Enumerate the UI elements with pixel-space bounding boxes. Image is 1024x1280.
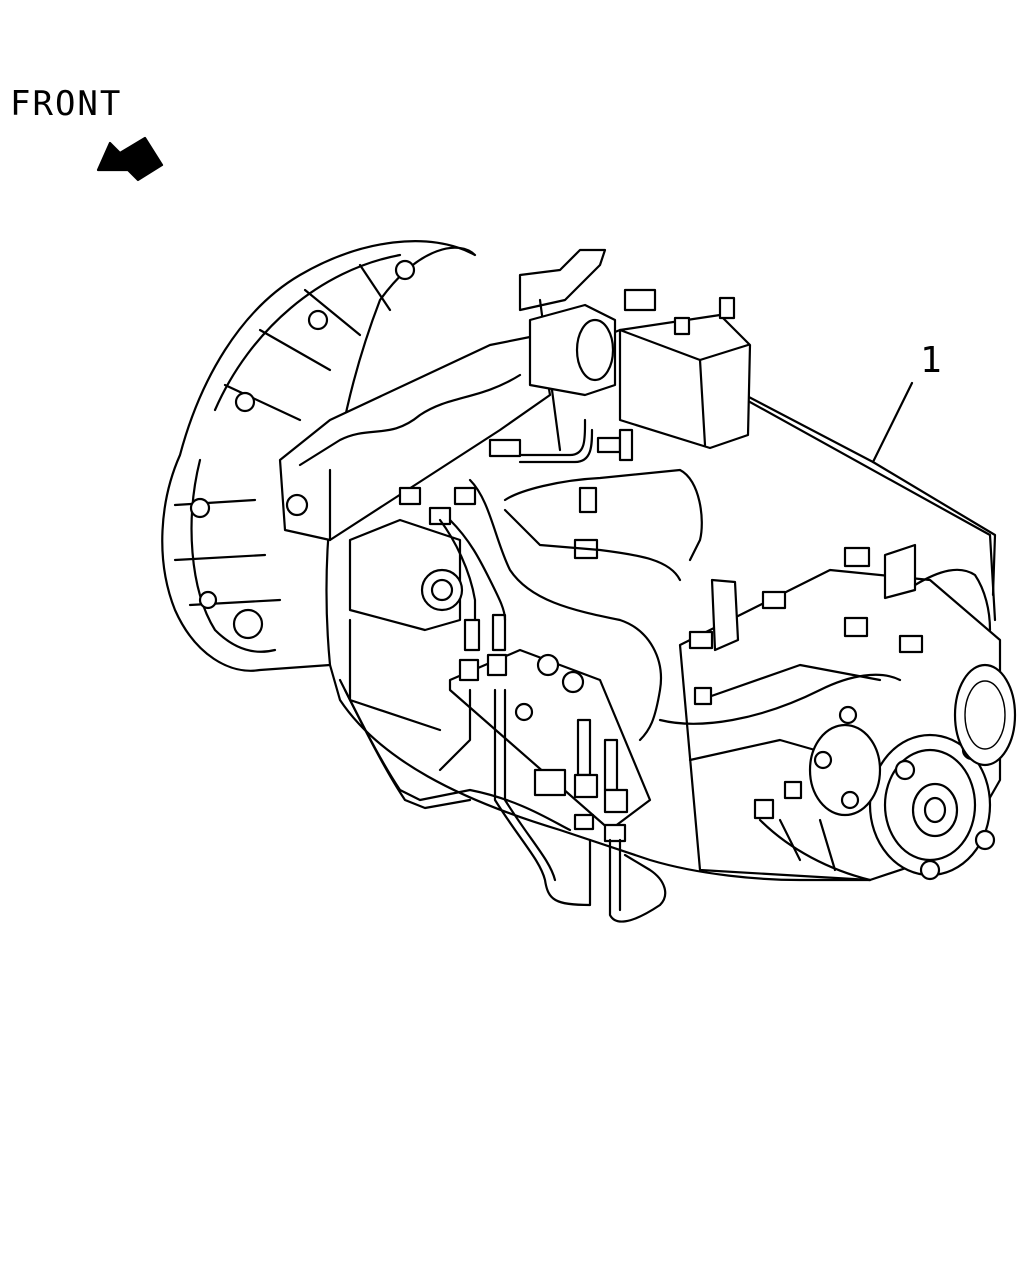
front-arrow-icon (96, 136, 164, 182)
callout-number: 1 (920, 340, 942, 381)
callout-leader-line (743, 381, 997, 597)
front-label: FRONT (10, 84, 123, 124)
transmission-assembly (161, 240, 1017, 923)
